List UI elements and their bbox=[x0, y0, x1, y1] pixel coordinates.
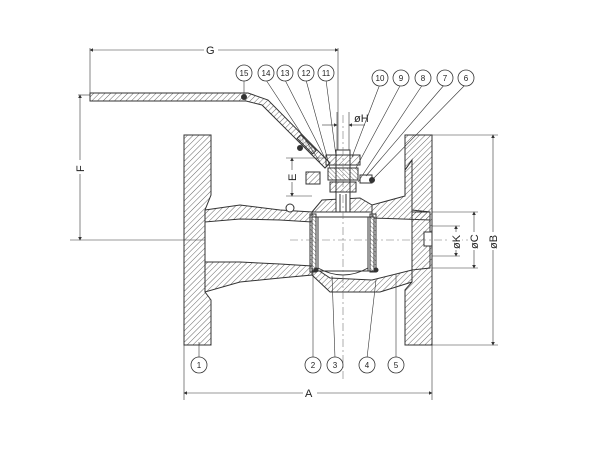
balloon-circle bbox=[257, 64, 275, 82]
balloon-label-4: 4 bbox=[365, 361, 370, 370]
balloon-circle bbox=[190, 356, 208, 374]
dim-a-label: A bbox=[305, 388, 313, 400]
body-upper-left bbox=[204, 204, 313, 223]
balloon-circle bbox=[276, 64, 294, 82]
balloon-circle bbox=[371, 69, 389, 87]
balloon-label-7: 7 bbox=[443, 74, 448, 83]
dim-e-label: E bbox=[287, 174, 299, 181]
dim-f-label: F bbox=[75, 165, 87, 172]
balloon-label-11: 11 bbox=[322, 69, 331, 78]
balloon-label-9: 9 bbox=[399, 74, 404, 83]
seat-left bbox=[309, 213, 317, 273]
balloon-label-15: 15 bbox=[240, 69, 249, 78]
seat-right bbox=[369, 213, 377, 273]
balloon-label-6: 6 bbox=[464, 74, 469, 83]
balloon-label-3: 3 bbox=[333, 361, 338, 370]
center-lines bbox=[290, 115, 470, 380]
balloon-circle bbox=[457, 69, 475, 87]
balloon-label-14: 14 bbox=[262, 69, 271, 78]
stop-plate bbox=[305, 171, 321, 185]
body-lower-right bbox=[311, 265, 413, 293]
dim-b-label: øB bbox=[488, 235, 500, 249]
balloon-label-10: 10 bbox=[376, 74, 385, 83]
balloon-circle bbox=[326, 356, 344, 374]
dim-h-label: øH bbox=[354, 113, 369, 125]
balloon-circle bbox=[235, 64, 253, 82]
balloon-label-2: 2 bbox=[311, 361, 316, 370]
balloon-circle bbox=[297, 64, 315, 82]
balloon-circle bbox=[387, 356, 405, 374]
balloon-label-13: 13 bbox=[281, 69, 290, 78]
balloon-label-8: 8 bbox=[421, 74, 426, 83]
balloon-circle bbox=[392, 69, 410, 87]
body-lower-left bbox=[204, 261, 313, 293]
balloon-circle bbox=[358, 356, 376, 374]
dim-g-label: G bbox=[206, 45, 215, 57]
dim-k-label: øK bbox=[451, 234, 463, 249]
balloon-circle bbox=[436, 69, 454, 87]
balloon-label-5: 5 bbox=[394, 361, 399, 370]
balloon-label-1: 1 bbox=[197, 361, 202, 370]
balloon-circle bbox=[414, 69, 432, 87]
balloon-circle bbox=[317, 64, 335, 82]
balloon-label-12: 12 bbox=[302, 69, 311, 78]
balloon-circle bbox=[304, 356, 322, 374]
dimension-labels: G F E øH A øK øC øB bbox=[74, 44, 500, 400]
leader-lines bbox=[198, 79, 467, 359]
end-insert bbox=[423, 231, 433, 247]
dim-c-label: øC bbox=[469, 234, 481, 249]
